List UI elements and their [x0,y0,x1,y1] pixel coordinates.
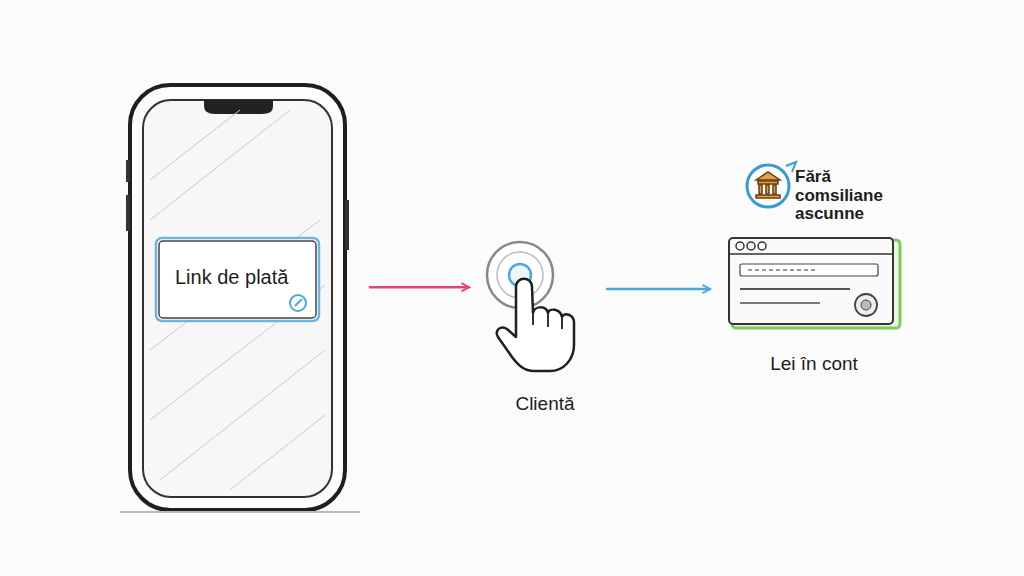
phone-button [345,200,349,250]
window-titlebar [729,253,893,255]
browser-outline [728,237,900,329]
node-text: Clientă [465,393,625,415]
circle-outline [485,240,555,310]
phone-shadow [120,511,360,513]
window-button [855,294,877,316]
node-text: Link de plată [175,266,304,289]
window-dot [747,242,755,250]
phone-button [126,160,130,182]
bank-account-window: Lei în cont [728,237,900,382]
phone-screen [143,100,332,497]
payment-link-box: Link de plată [155,237,320,322]
link-icon-stroke [295,299,302,306]
window-address-bar [740,264,878,276]
circle-shape [485,240,555,310]
window-line [740,302,820,304]
link-box-outline [156,238,319,321]
phone-button [126,195,130,231]
window-line [740,288,850,290]
flow-arrow [370,286,469,289]
link-box-sketch [159,241,316,318]
client-tap-node: Clientă [465,235,625,425]
screen-shading [150,110,325,490]
window-scribble [748,269,818,271]
browser-shape [728,237,900,329]
bank-icon [756,172,780,198]
badge-note: Fără comsiliane ascunne [795,168,910,224]
window-dot [736,242,744,250]
badge-circle [747,165,789,207]
node-text: Lei în cont [728,353,900,375]
window-outline [729,238,893,324]
pointing-hand [497,279,574,371]
phone-body [130,85,345,510]
badge-tick [786,162,796,172]
link-icon [290,295,306,311]
window-dot [758,242,766,250]
flow-arrow [607,288,710,291]
window-button-core [861,300,871,310]
